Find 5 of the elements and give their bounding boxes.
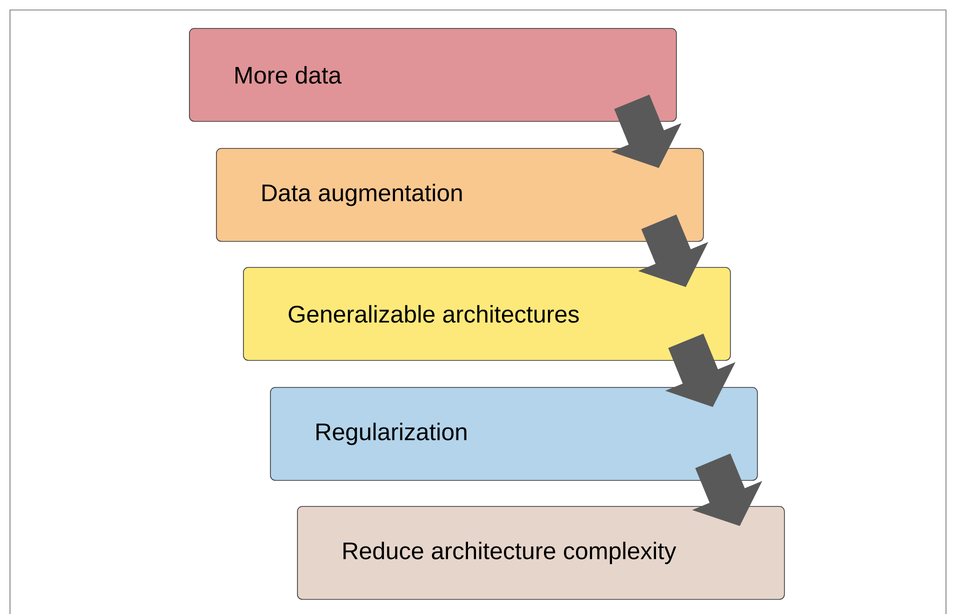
step-box: Reduce architecture complexity: [297, 506, 785, 600]
step-box: More data: [189, 28, 677, 122]
step-box: Regularization: [270, 387, 758, 481]
step-box: Data augmentation: [216, 148, 704, 242]
step-box: Generalizable architectures: [243, 267, 731, 361]
